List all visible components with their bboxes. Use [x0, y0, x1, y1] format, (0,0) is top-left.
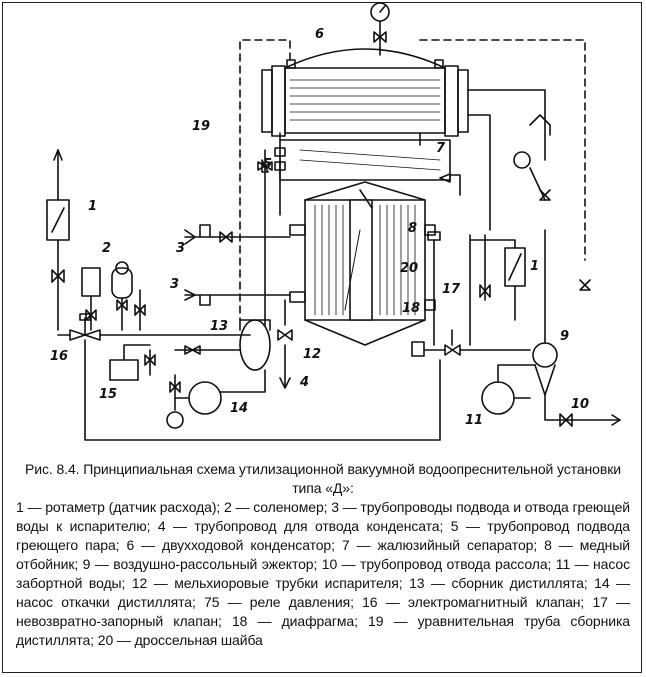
evaporator: [289, 181, 436, 346]
figure-caption: Рис. 8.4. Принципиальная схема утилизаци…: [16, 460, 630, 650]
label-20: 20: [400, 261, 418, 276]
brine-discharge: [544, 394, 621, 427]
label-11: 11: [465, 413, 483, 428]
label-3-top: 3: [176, 241, 185, 256]
label-17: 17: [442, 282, 461, 297]
diaphragm: [411, 341, 446, 357]
seawater-pump: [481, 364, 536, 415]
label-14: 14: [230, 401, 248, 416]
label-16: 16: [50, 349, 68, 364]
label-7: 7: [436, 141, 446, 156]
label-19: 19: [192, 119, 210, 134]
salinometer: [81, 261, 146, 331]
caption-legend: 1 — ротаметр (датчик расхода); 2 — солен…: [16, 499, 630, 648]
label-6: 6: [315, 27, 324, 42]
label-3-bottom: 3: [170, 277, 179, 292]
throttle-washer: [427, 231, 441, 346]
label-1-right: 1: [530, 259, 539, 274]
pressure-relay: [109, 344, 156, 381]
rotameter-right: [469, 234, 526, 346]
solenoid-valve: [57, 313, 251, 341]
pressure-gauge-icon: [370, 2, 390, 49]
label-8: 8: [408, 221, 417, 236]
label-13: 13: [210, 319, 228, 334]
distillate-pump: [166, 369, 266, 429]
air-brine-ejector: [532, 229, 558, 396]
label-1-left: 1: [88, 199, 97, 214]
label-2: 2: [102, 241, 111, 256]
hot-water-pipes: [184, 224, 291, 306]
label-5: 5: [263, 157, 272, 172]
separator: [274, 139, 451, 181]
rotameter-left: [46, 149, 70, 331]
check-valve: [444, 329, 531, 356]
label-15: 15: [99, 387, 117, 402]
label-18: 18: [402, 301, 420, 316]
desalination-plant-schematic: 1 1 2 3 3 4 5 6 7 8 9 10 11 12 13 14 15 …: [46, 2, 621, 441]
distillate-collector: [174, 319, 271, 371]
steam-and-condensate-lines: [257, 149, 293, 389]
equalizing-pipe: [239, 39, 591, 321]
condenser-cooling-lines: [467, 89, 551, 231]
label-4: 4: [299, 375, 309, 390]
caption-title: Рис. 8.4. Принципиальная схема утилизаци…: [25, 461, 621, 496]
label-9: 9: [560, 329, 569, 344]
two-pass-condenser: [261, 48, 469, 137]
label-10: 10: [571, 397, 589, 412]
label-12: 12: [303, 347, 321, 362]
